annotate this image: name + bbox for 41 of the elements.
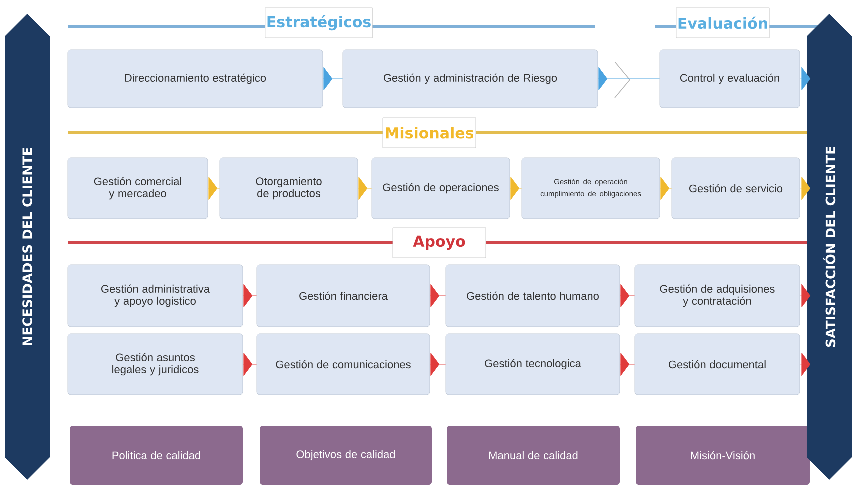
quality-box: Misión-Visión — [636, 426, 810, 485]
category-label: Estratégicos — [265, 8, 373, 38]
process-box: Gestión comercial y mercadeo — [68, 158, 208, 220]
category-label: Apoyo — [392, 228, 486, 258]
process-box: Gestión asuntos legales y juridicos — [68, 334, 244, 396]
arrow — [598, 67, 660, 91]
process-box: Control y evaluación — [660, 50, 800, 108]
arrow — [800, 284, 811, 308]
arrow — [800, 176, 811, 200]
arrow — [430, 284, 446, 308]
arrow — [660, 176, 672, 200]
arrow — [358, 176, 372, 200]
process-box: Gestión de comunicaciones — [256, 334, 430, 396]
process-box: Gestión tecnologica — [446, 334, 620, 396]
arrow — [620, 284, 636, 308]
process-box: Gestión administrativa y apoyo logistico — [68, 264, 244, 328]
arrow — [430, 352, 446, 376]
arrow — [620, 352, 636, 376]
quality-box: Manual de calidad — [447, 426, 620, 485]
category-label: Evaluación — [676, 8, 770, 38]
process-box: Otorgamiento de productos — [220, 158, 358, 220]
category-label: Misionales — [382, 118, 476, 148]
process-box: Direccionamiento estratégico — [68, 50, 324, 108]
arrow — [800, 352, 811, 376]
arrow — [323, 67, 344, 91]
quality-box: Objetivos de calidad — [260, 426, 432, 485]
process-box: Gestión de talento humano — [446, 264, 620, 328]
double-arrow-band: SATISFACCIÓN DEL CLIENTE — [807, 14, 852, 480]
process-box: Gestión de operaciones — [372, 158, 510, 220]
arrow — [243, 284, 258, 308]
process-box: Gestión de servicio — [672, 158, 800, 220]
arrow — [208, 176, 220, 200]
process-box: Gestión de adquisiones y contratación — [634, 264, 800, 328]
double-arrow-band: NECESIDADES DEL CLIENTE — [5, 14, 50, 480]
arrow — [800, 67, 811, 91]
quality-box: Politica de calidad — [70, 426, 243, 485]
process-box: Gestión financiera — [256, 264, 430, 328]
arrow — [510, 176, 522, 200]
process-box: Gestión documental — [634, 334, 800, 396]
arrow — [243, 352, 258, 376]
process-box: Gestión y administración de Riesgo — [342, 50, 598, 108]
